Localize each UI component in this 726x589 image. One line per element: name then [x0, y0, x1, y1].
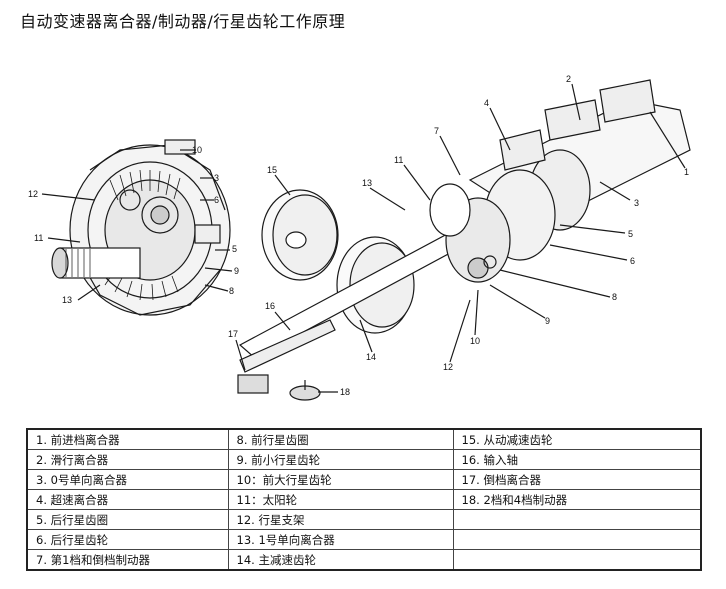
- table-row: 5. 后行星齿圈 12. 行星支架: [26, 509, 702, 530]
- left-cutaway-assembly: [41, 139, 233, 316]
- callout-label: 8: [229, 286, 234, 296]
- legend-cell: [452, 529, 702, 550]
- table-row: 3. 0号单向离合器 10：前大行星齿轮 17. 倒档离合器: [26, 469, 702, 490]
- callout-label: 6: [630, 256, 635, 266]
- legend-cell: 13. 1号单向离合器: [227, 529, 454, 550]
- callout-label: 11: [34, 233, 43, 243]
- legend-cell: [452, 509, 702, 530]
- legend-cell: 11：太阳轮: [227, 489, 454, 510]
- table-row: 6. 后行星齿轮 13. 1号单向离合器: [26, 529, 702, 550]
- callout-label: 12: [28, 189, 38, 199]
- legend-cell: 1. 前进档离合器: [26, 428, 229, 450]
- legend-cell: 7. 第1档和倒档制动器: [26, 549, 229, 571]
- callout-label: 14: [366, 352, 376, 362]
- callout-label: 9: [234, 266, 239, 276]
- callout-label: 9: [545, 316, 550, 326]
- legend-cell: 9. 前小行星齿轮: [227, 449, 454, 470]
- right-exploded-gear-train: [235, 79, 691, 401]
- callout-label: 7: [434, 126, 439, 136]
- legend-cell: 18. 2档和4档制动器: [452, 489, 702, 510]
- legend-cell: 12. 行星支架: [227, 509, 454, 530]
- callout-label: 8: [612, 292, 617, 302]
- callout-label: 2: [566, 74, 571, 84]
- legend-cell: 2. 滑行离合器: [26, 449, 229, 470]
- callout-label: 5: [628, 229, 633, 239]
- callout-label: 13: [362, 178, 372, 188]
- legend-cell: 3. 0号单向离合器: [26, 469, 229, 490]
- legend-cell: 14. 主减速齿轮: [227, 549, 454, 571]
- callout-label: 11: [394, 155, 403, 165]
- table-row: 1. 前进档离合器 8. 前行星齿圈 15. 从动减速齿轮: [26, 428, 702, 450]
- legend-cell: 5. 后行星齿圈: [26, 509, 229, 530]
- legend-cell: 8. 前行星齿圈: [227, 428, 454, 450]
- callout-label: 16: [265, 301, 275, 311]
- callout-label: 4: [484, 98, 489, 108]
- right-callout-labels: 1 2 4 7 11 13 15 3 5 6 8 9 10 12 16 14 1…: [228, 74, 689, 397]
- callout-label: 3: [214, 173, 219, 183]
- callout-label: 3: [634, 198, 639, 208]
- callout-label: 10: [470, 336, 480, 346]
- callout-label: 5: [232, 244, 237, 254]
- table-row: 7. 第1档和倒档制动器 14. 主减速齿轮: [26, 549, 702, 571]
- callout-label: 6: [214, 195, 219, 205]
- legend-cell: 6. 后行星齿轮: [26, 529, 229, 550]
- table-row: 4. 超速离合器 11：太阳轮 18. 2档和4档制动器: [26, 489, 702, 510]
- legend-cell: 10：前大行星齿轮: [227, 469, 454, 490]
- table-row: 2. 滑行离合器 9. 前小行星齿轮 16. 输入轴: [26, 449, 702, 470]
- callout-label: 18: [340, 387, 350, 397]
- transmission-diagram: 10 3 6 12 11 5 9 8 13 1 2 4 7 11 13 15 3…: [28, 74, 691, 401]
- callout-label: 13: [62, 295, 72, 305]
- page-title: 自动变速器离合器/制动器/行星齿轮工作原理: [20, 12, 346, 31]
- callout-label: 12: [443, 362, 453, 372]
- left-callout-labels: 10 3 6 12 11 5 9 8 13: [28, 145, 239, 305]
- parts-legend-table: 1. 前进档离合器 8. 前行星齿圈 15. 从动减速齿轮 2. 滑行离合器 9…: [26, 428, 702, 571]
- legend-cell: 4. 超速离合器: [26, 489, 229, 510]
- callout-label: 15: [267, 165, 277, 175]
- legend-cell: [452, 549, 702, 571]
- callout-label: 1: [684, 167, 689, 177]
- callout-label: 17: [228, 329, 238, 339]
- legend-cell: 16. 输入轴: [452, 449, 702, 470]
- legend-cell: 15. 从动减速齿轮: [452, 428, 702, 450]
- callout-label: 10: [192, 145, 202, 155]
- legend-cell: 17. 倒档离合器: [452, 469, 702, 490]
